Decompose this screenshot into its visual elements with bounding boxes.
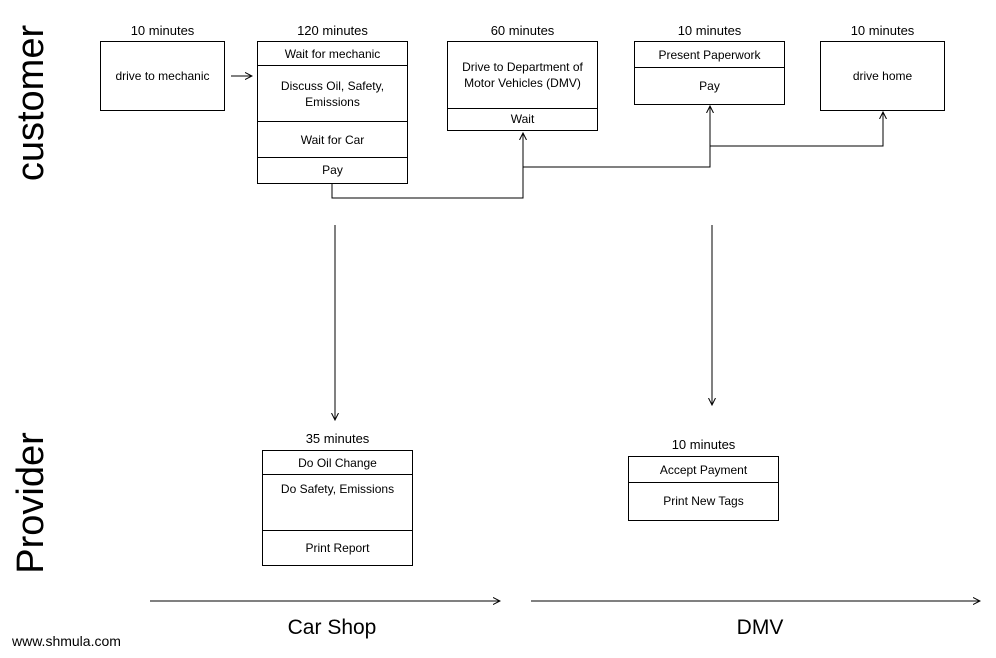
box-car-shop: Do Oil Change Do Safety, Emissions Print… [262, 450, 413, 566]
row-discuss: Discuss Oil, Safety, Emissions [280, 78, 385, 109]
box-drive-home: drive home [820, 41, 945, 111]
separator [263, 474, 412, 475]
separator [448, 108, 597, 109]
time-dmv-drive: 60 minutes [490, 23, 555, 38]
arrow-pay-to-wait [331, 133, 523, 199]
row-drive-home: drive home [852, 68, 913, 83]
row-print-new-tags: Print New Tags [663, 494, 744, 508]
time-drive-to-mechanic: 10 minutes [130, 23, 195, 38]
box-dmv-drive: Drive to Department of Motor Vehicles (D… [447, 41, 598, 131]
separator [635, 67, 784, 68]
row-pay-dmv: Pay [699, 78, 720, 93]
arrow-paperwork-to-home [710, 112, 883, 147]
row-do-oil-change: Do Oil Change [298, 455, 377, 470]
time-drive-home: 10 minutes [850, 23, 915, 38]
time-dmv-provider: 10 minutes [671, 437, 736, 452]
row-print-report: Print Report [305, 540, 370, 555]
row-wait-dmv: Wait [510, 112, 535, 126]
row-do-safety-emissions: Do Safety, Emissions [280, 482, 395, 496]
separator [629, 482, 778, 483]
row-pay-mechanic: Pay [322, 163, 343, 177]
box-mechanic: Wait for mechanic Discuss Oil, Safety, E… [257, 41, 408, 184]
time-mechanic: 120 minutes [297, 23, 368, 38]
box-drive-to-mechanic: drive to mechanic [100, 41, 225, 111]
row-drive-to-dmv: Drive to Department of Motor Vehicles (D… [462, 60, 583, 90]
separator [258, 65, 407, 66]
row-present-paperwork: Present Paperwork [658, 47, 761, 62]
box-dmv-provider: Accept Payment Print New Tags [628, 456, 779, 521]
time-car-shop: 35 minutes [305, 431, 370, 446]
box-paperwork: Present Paperwork Pay [634, 41, 785, 105]
arrow-wait-to-paperwork [523, 106, 710, 168]
row-wait-for-mechanic: Wait for mechanic [284, 46, 381, 61]
separator [263, 530, 412, 531]
row-wait-for-car: Wait for Car [300, 132, 365, 147]
axis-label-car-shop: Car Shop [287, 616, 377, 639]
row-accept-payment: Accept Payment [659, 462, 748, 477]
separator [258, 121, 407, 122]
row-drive-to-mechanic: drive to mechanic [115, 68, 210, 83]
axis-label-dmv: DMV [736, 616, 784, 639]
credit-text: www.shmula.com [12, 633, 121, 649]
separator [258, 157, 407, 158]
time-paperwork: 10 minutes [677, 23, 742, 38]
